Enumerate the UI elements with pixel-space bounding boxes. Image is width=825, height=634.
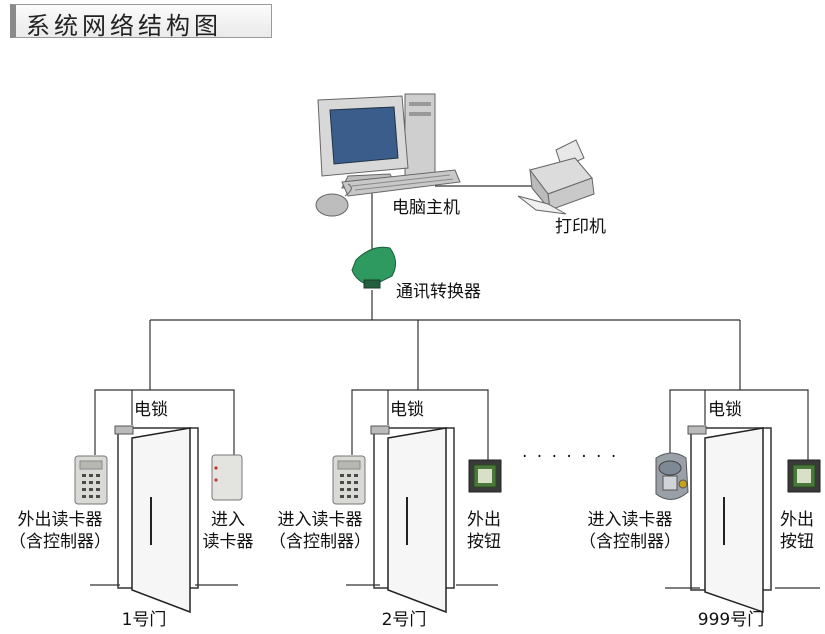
title-box: 系统网络结构图	[10, 4, 272, 40]
wiring	[90, 185, 820, 589]
door-2-exit-button-icon	[468, 459, 502, 493]
door-3-label: 999号门	[697, 610, 765, 630]
door-2-label: 2号门	[381, 610, 427, 630]
door-3-leaf	[704, 427, 764, 614]
door-1-left-device-icon	[74, 455, 108, 505]
ellipsis-more-doors: · · · · · · ·	[522, 447, 619, 467]
door-3-right-device-label-2: 按钮	[780, 532, 814, 552]
converter-label: 通讯转换器	[396, 282, 481, 302]
door-1-lock-block	[114, 425, 134, 435]
door-1-left-device-label-2: （含控制器）	[9, 532, 111, 552]
door-2-left-device-icon	[332, 455, 366, 505]
door-2-left-device-label-2: （含控制器）	[269, 532, 371, 552]
door-3-lock-block	[687, 425, 707, 435]
door-3-left-device-icon	[655, 452, 689, 500]
printer-icon	[517, 139, 595, 215]
door-1	[74, 425, 243, 614]
wire-door-1-left	[94, 389, 235, 455]
door-3	[655, 425, 821, 614]
door-2-lock-block	[370, 425, 390, 435]
door-3-left-device-label-1: 进入读卡器	[587, 510, 673, 530]
door-2-right-device-label-1: 外出	[467, 510, 501, 530]
door-2-left-device-label-1: 进入读卡器	[277, 510, 363, 530]
door-2-leaf	[387, 427, 447, 614]
printer-label: 打印机	[555, 217, 606, 237]
door-1-right-device-icon	[211, 454, 243, 501]
door-3-exit-button-icon	[787, 459, 821, 493]
door-3-left-device-label-2: （含控制器）	[579, 532, 681, 552]
door-1-right-device-label-2: 读卡器	[202, 532, 254, 552]
page-title: 系统网络结构图	[26, 12, 222, 40]
door-2	[332, 425, 502, 614]
door-2-right-device-label-2: 按钮	[467, 532, 501, 552]
door-2-lock-label: 电锁	[390, 400, 424, 420]
wire-door-3-left	[669, 389, 809, 460]
computer-icon	[315, 93, 461, 217]
door-3-right-device-label-1: 外出	[780, 510, 814, 530]
wire-door-2-left	[351, 389, 489, 460]
door-1-lock-label: 电锁	[134, 400, 168, 420]
door-1-left-device-label-1: 外出读卡器	[17, 510, 103, 530]
converter-icon	[351, 246, 396, 289]
door-1-label: 1号门	[121, 610, 167, 630]
door-3-lock-label: 电锁	[708, 400, 742, 420]
computer-label: 电脑主机	[392, 198, 460, 218]
door-1-leaf	[131, 427, 191, 614]
door-1-right-device-label-1: 进入	[211, 510, 245, 530]
